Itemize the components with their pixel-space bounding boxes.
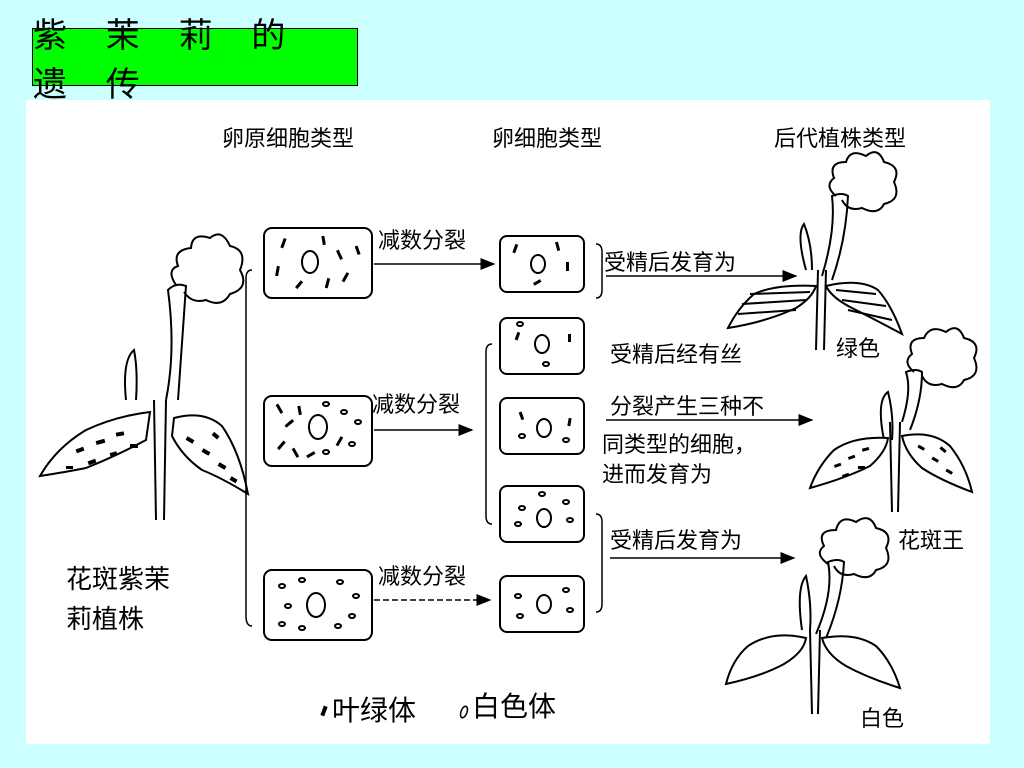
- header-egg-cell: 卵细胞类型: [492, 127, 602, 152]
- header-offspring: 后代植株类型: [774, 127, 906, 152]
- mitosis-label-line4: 进而发育为: [602, 463, 712, 488]
- develop-label-1: 受精后发育为: [604, 251, 736, 276]
- mother-cell-variegated: [263, 395, 373, 467]
- green-plant-label: 绿色: [836, 337, 880, 362]
- egg-bracket: [485, 343, 493, 525]
- parent-bracket: [245, 269, 253, 627]
- mitosis-label-line2: 分裂产生三种不: [610, 395, 764, 420]
- egg-cell-variegated-1: [499, 317, 585, 375]
- egg-bracket-right-1: [595, 243, 603, 299]
- egg-cell-variegated-2: [499, 397, 585, 455]
- leucoplast-legend-icon: [459, 705, 469, 719]
- mother-cell-green: [263, 227, 373, 299]
- page-title: 紫 茉 莉 的 遗 传: [32, 16, 358, 105]
- meiosis-label-1: 减数分裂: [378, 229, 466, 254]
- egg-cell-white: [499, 575, 585, 633]
- egg-bracket-right-3: [595, 513, 603, 613]
- egg-cell-green: [499, 235, 585, 293]
- variegated-plant-label: 花斑王: [898, 529, 964, 554]
- mitosis-label-line3: 同类型的细胞，: [602, 433, 756, 458]
- egg-cell-variegated-3: [499, 485, 585, 543]
- develop-label-3: 受精后发育为: [610, 529, 742, 554]
- parent-plant-spots: [66, 431, 238, 484]
- legend-chloroplast: 叶绿体: [332, 694, 416, 727]
- green-plant-drawing: [726, 151, 904, 351]
- legend-leucoplast: 白色体: [472, 690, 556, 723]
- mother-cell-white: [263, 569, 373, 641]
- meiosis-label-2: 减数分裂: [372, 393, 460, 418]
- chloroplast-legend-icon: [320, 705, 328, 717]
- parent-plant-label-line2: 莉植株: [66, 605, 144, 635]
- parent-plant-label-line1: 花斑紫茉: [66, 565, 170, 595]
- inheritance-diagram: 卵原细胞类型 卵细胞类型 后代植株类型 花斑紫茉 莉植株: [38, 127, 978, 732]
- white-plant-drawing: [724, 517, 902, 715]
- mitosis-label-line1: 受精后经有丝: [610, 343, 742, 368]
- diagram-panel: 卵原细胞类型 卵细胞类型 后代植株类型 花斑紫茉 莉植株: [26, 100, 990, 744]
- white-plant-label: 白色: [860, 707, 904, 732]
- header-oocyte-mother-cell: 卵原细胞类型: [222, 127, 354, 152]
- meiosis-label-3: 减数分裂: [378, 565, 466, 590]
- variegated-plant-spots: [833, 444, 953, 478]
- variegated-plant-drawing: [808, 327, 978, 513]
- parent-plant-drawing: [38, 233, 250, 521]
